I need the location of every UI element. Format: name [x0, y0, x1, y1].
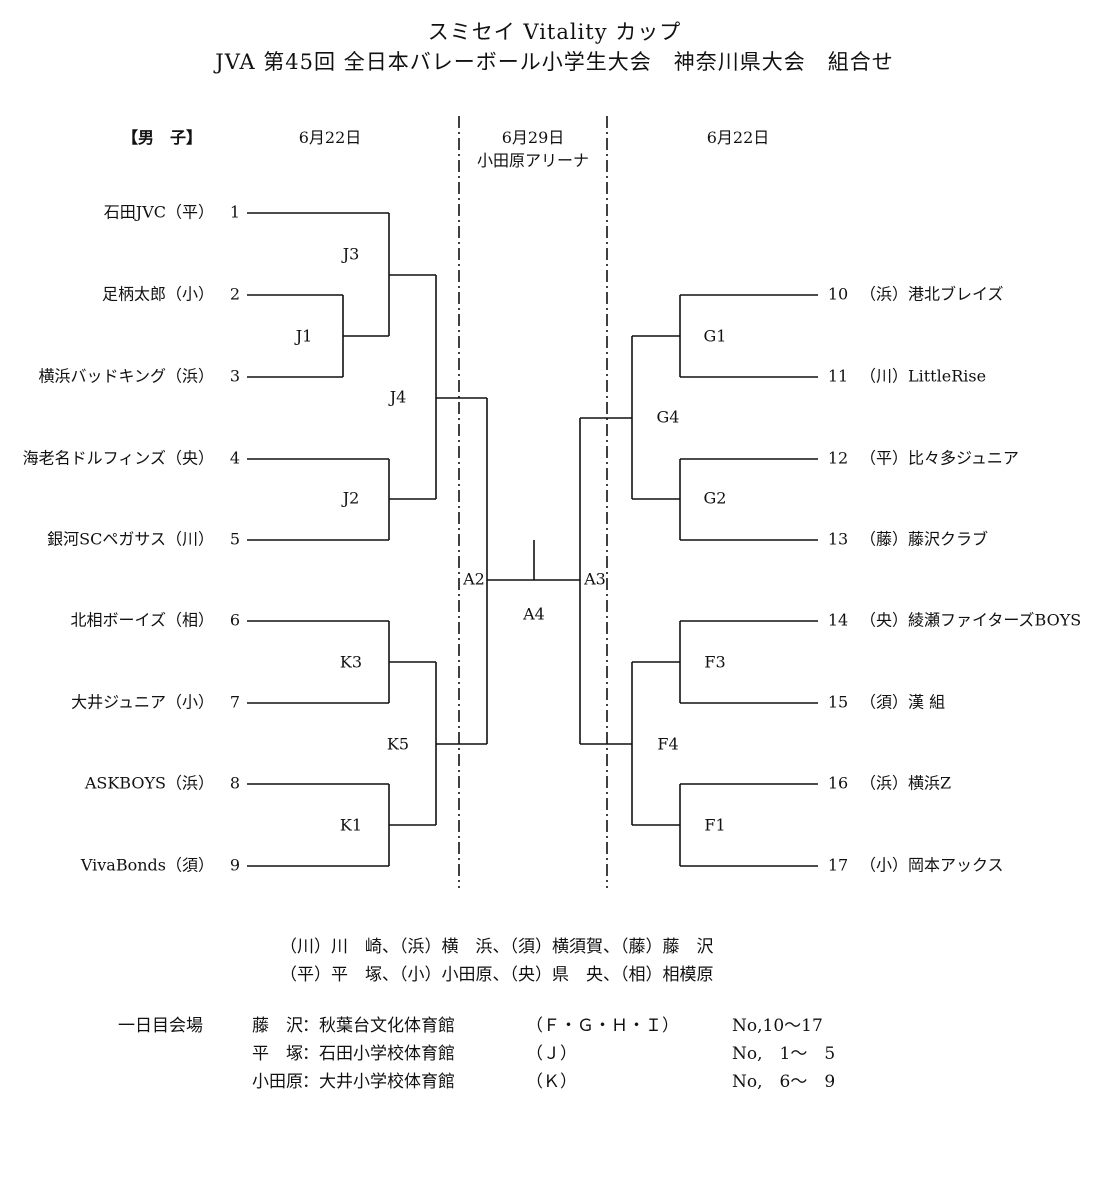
venue-range: No, 1～ 5	[732, 1044, 836, 1064]
right-team-name: （平）比々多ジュニア	[860, 449, 1019, 468]
left-team-name: ASKBOYS（浜）	[84, 774, 214, 793]
right-team-name: （川）LittleRise	[860, 367, 986, 386]
match-label-f4: F4	[657, 735, 678, 754]
match-label-k3: K3	[340, 653, 362, 672]
right-team-number: 13	[828, 530, 848, 549]
venue-hall: ：大井小学校体育館	[302, 1072, 455, 1092]
bracket-teams: 石田JVC（平） 1 足柄太郎（小） 2 横浜バッドキング（浜） 3 海老名ドルフィンズ（央…	[23, 203, 1082, 875]
right-team-name: （藤）藤沢クラブ	[860, 530, 988, 549]
venue-hall: ：秋葉台文化体育館	[302, 1016, 455, 1036]
right-team-number: 17	[828, 856, 848, 875]
left-team-number: 3	[230, 367, 240, 386]
legend-line-2: （平）平 塚、（小）小田原、（央）県 央、（相）相模原	[280, 965, 714, 985]
match-label-a4: A4	[522, 605, 545, 624]
venue-range: No,10～17	[732, 1016, 823, 1036]
match-label-j4: J4	[388, 388, 407, 407]
right-team-name: （央）綾瀬ファイターズBOYS	[860, 611, 1081, 630]
match-label-g2: G2	[704, 489, 727, 508]
venue-city: 藤 沢	[252, 1016, 303, 1036]
left-team-name: 北相ボーイズ（相）	[70, 611, 214, 630]
left-team-number: 5	[230, 530, 240, 549]
final-round-date: 6月29日	[501, 128, 565, 147]
venue-range: No, 6～ 9	[732, 1072, 836, 1092]
right-round-date: 6月22日	[706, 128, 770, 147]
right-team-number: 12	[828, 449, 848, 468]
match-label-k5: K5	[387, 735, 409, 754]
left-team-number: 7	[230, 693, 240, 712]
match-label-a3: A3	[583, 570, 606, 589]
venue-row-1: 一日目会場 藤 沢 ：秋葉台文化体育館 （Ｆ・Ｇ・Ｈ・Ｉ） No,10～17	[118, 1011, 878, 1036]
venue-blocks: （Ｋ）	[526, 1072, 577, 1092]
right-team-name: （浜）港北ブレイズ	[860, 285, 1004, 304]
right-team-name: （須）漢 組	[860, 693, 945, 712]
bracket-lines	[247, 116, 818, 888]
match-label-k1: K1	[340, 816, 362, 835]
right-team-number: 14	[828, 611, 848, 630]
left-round-date: 6月22日	[298, 128, 362, 147]
match-label-f3: F3	[704, 653, 725, 672]
right-team-number: 11	[828, 367, 848, 386]
left-team-number: 9	[230, 856, 240, 875]
legend-line-1: （川）川 崎、（浜）横 浜、（須）横須賀、（藤）藤 沢	[280, 937, 714, 957]
title-line-1: スミセイ Vitality カップ	[427, 20, 682, 44]
venue-hall: ：石田小学校体育館	[302, 1044, 455, 1064]
right-team-number: 16	[828, 774, 848, 793]
tournament-bracket-page: スミセイ Vitality カップ JVA 第45回 全日本バレーボール小学生大…	[23, 20, 1082, 1092]
match-label-f1: F1	[704, 816, 725, 835]
left-team-name: VivaBonds（須）	[80, 856, 214, 875]
left-team-number: 1	[230, 203, 240, 222]
venue-blocks: （Ｊ）	[526, 1044, 577, 1064]
venue-heading: 一日目会場	[118, 1016, 203, 1036]
left-team-number: 2	[230, 285, 240, 304]
right-team-number: 15	[828, 693, 848, 712]
left-team-name: 海老名ドルフィンズ（央）	[23, 449, 214, 468]
left-team-name: 横浜バッドキング（浜）	[38, 367, 214, 386]
left-team-number: 6	[230, 611, 240, 630]
final-round-venue: 小田原アリーナ	[476, 151, 589, 170]
right-team-number: 10	[828, 285, 848, 304]
match-label-j3: J3	[341, 245, 360, 264]
venue-city: 平 塚	[252, 1044, 303, 1064]
category-label: 【男 子】	[122, 128, 203, 147]
right-team-name: （浜）横浜Z	[860, 774, 951, 793]
match-label-j1: J1	[294, 327, 313, 346]
left-team-name: 大井ジュニア（小）	[71, 693, 214, 712]
match-label-a2: A2	[462, 570, 485, 589]
left-team-name: 足柄太郎（小）	[102, 285, 214, 304]
venue-city: 小田原	[252, 1072, 303, 1092]
title-line-2: JVA 第45回 全日本バレーボール小学生大会 神奈川県大会 組合せ	[215, 50, 894, 74]
left-team-number: 4	[230, 449, 240, 468]
right-team-name: （小）岡本アックス	[860, 856, 1004, 875]
left-team-number: 8	[230, 774, 240, 793]
left-team-name: 銀河SCペガサス（川）	[47, 530, 214, 549]
match-label-g1: G1	[704, 327, 727, 346]
left-team-name: 石田JVC（平）	[104, 203, 214, 222]
match-label-j2: J2	[341, 489, 360, 508]
venue-row-3: 小田原 ：大井小学校体育館 （Ｋ） No, 6～ 9	[118, 1067, 878, 1092]
venue-blocks: （Ｆ・Ｇ・Ｈ・Ｉ）	[526, 1016, 679, 1036]
match-label-g4: G4	[657, 408, 680, 427]
venue-row-2: 平 塚 ：石田小学校体育館 （Ｊ） No, 1～ 5	[118, 1039, 878, 1064]
